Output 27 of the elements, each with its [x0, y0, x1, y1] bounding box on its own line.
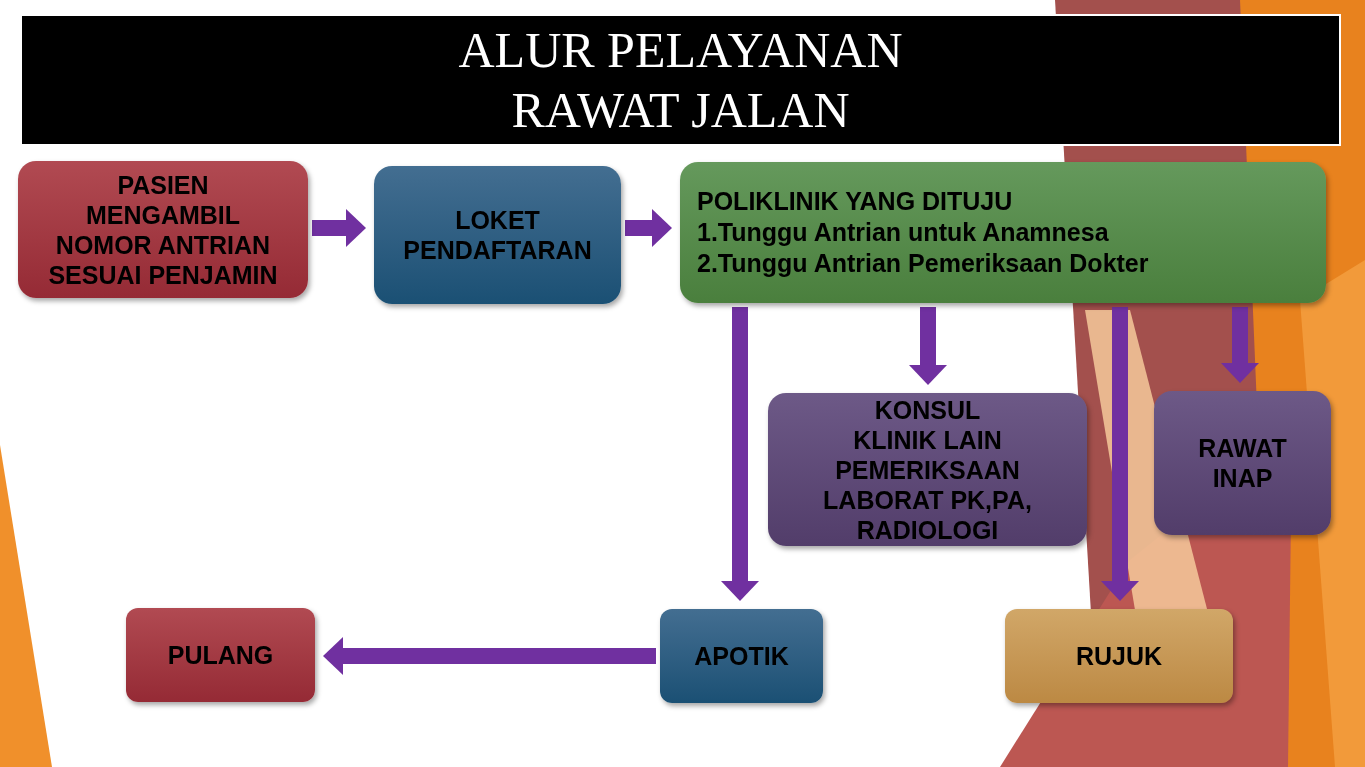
- step-text: PEMERIKSAAN LABORAT PK,PA, RADIOLOGI: [822, 454, 1033, 545]
- process-box: [18, 161, 308, 298]
- process-box: [1005, 609, 1233, 703]
- step-text: APOTIK: [694, 641, 789, 671]
- flow-arrow: [721, 307, 759, 601]
- process-box: [660, 609, 823, 703]
- list-item-text: 1.Tunggu Antrian untuk Anamnesa: [697, 217, 1109, 248]
- flow-arrow: [1221, 307, 1259, 383]
- flow-arrow: [625, 209, 672, 247]
- step-text: KONSUL KLINIK LAIN: [852, 394, 1003, 455]
- title-text: ALUR PELAYANAN RAWAT JALAN: [457, 21, 904, 140]
- process-box: [374, 166, 621, 304]
- process-box: [680, 162, 1326, 303]
- step-text: PULANG: [167, 640, 274, 670]
- step-text: RAWAT INAP: [1197, 433, 1288, 493]
- process-box: [126, 608, 315, 702]
- process-box: [768, 393, 1087, 546]
- flow-arrow: [909, 307, 947, 385]
- flow-arrow: [323, 637, 656, 675]
- step-text: RUJUK: [1075, 641, 1163, 671]
- process-box: [1154, 391, 1331, 535]
- flow-arrow: [1101, 307, 1139, 601]
- step-text: LOKET PENDAFTARAN: [402, 205, 593, 265]
- heading-text: POLIKLINIK YANG DITUJU: [697, 186, 1013, 217]
- flow-arrow: [312, 209, 366, 247]
- step-text: PASIEN MENGAMBIL NOMOR ANTRIAN SESUAI PENJAMIN: [47, 169, 279, 290]
- list-item-text: 2.Tunggu Antrian Pemeriksaan Dokter: [697, 248, 1149, 279]
